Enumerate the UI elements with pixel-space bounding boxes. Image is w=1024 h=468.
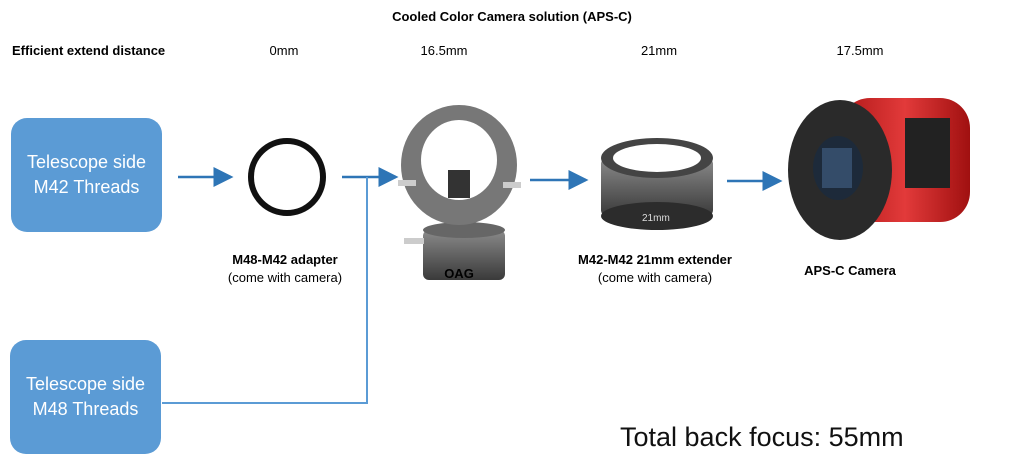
component-name: M42-M42 21mm extender <box>578 252 732 267</box>
component-note: (come with camera) <box>597 270 713 285</box>
component-name: APS-C Camera <box>804 263 896 278</box>
row-label: Efficient extend distance <box>12 43 166 58</box>
ring-adapter-icon <box>248 138 326 216</box>
adapter-label: M48-M42 adapter (come with camera) <box>195 251 375 287</box>
component-note: (come with camera) <box>227 270 343 285</box>
distance-oag: 16.5mm <box>420 43 468 58</box>
svg-text:21mm: 21mm <box>642 213 670 224</box>
m48-connector-line <box>162 177 368 404</box>
extender-label: M42-M42 21mm extender (come with camera) <box>555 251 755 287</box>
distance-extender: 21mm <box>640 43 678 58</box>
diagram-title: Cooled Color Camera solution (APS-C) <box>392 9 632 24</box>
component-name: OAG <box>444 266 474 281</box>
box-line2: M42 Threads <box>33 177 140 197</box>
camera-label: APS-C Camera <box>790 262 910 280</box>
extension-tube-icon: 21mm <box>601 138 713 230</box>
box-line1: Telescope side <box>26 152 147 172</box>
component-name: M48-M42 adapter <box>232 252 338 267</box>
total-back-focus: Total back focus: 55mm <box>620 422 904 452</box>
box-line2: M48 Threads <box>32 399 139 419</box>
box-line1: Telescope side <box>25 374 146 394</box>
arrow-icon <box>178 167 783 191</box>
off-axis-guider-icon <box>398 105 521 280</box>
oag-label: OAG <box>404 265 514 283</box>
cooled-camera-icon <box>788 98 970 240</box>
distance-adapter: 0mm <box>269 43 299 58</box>
distance-camera: 17.5mm <box>836 43 884 58</box>
